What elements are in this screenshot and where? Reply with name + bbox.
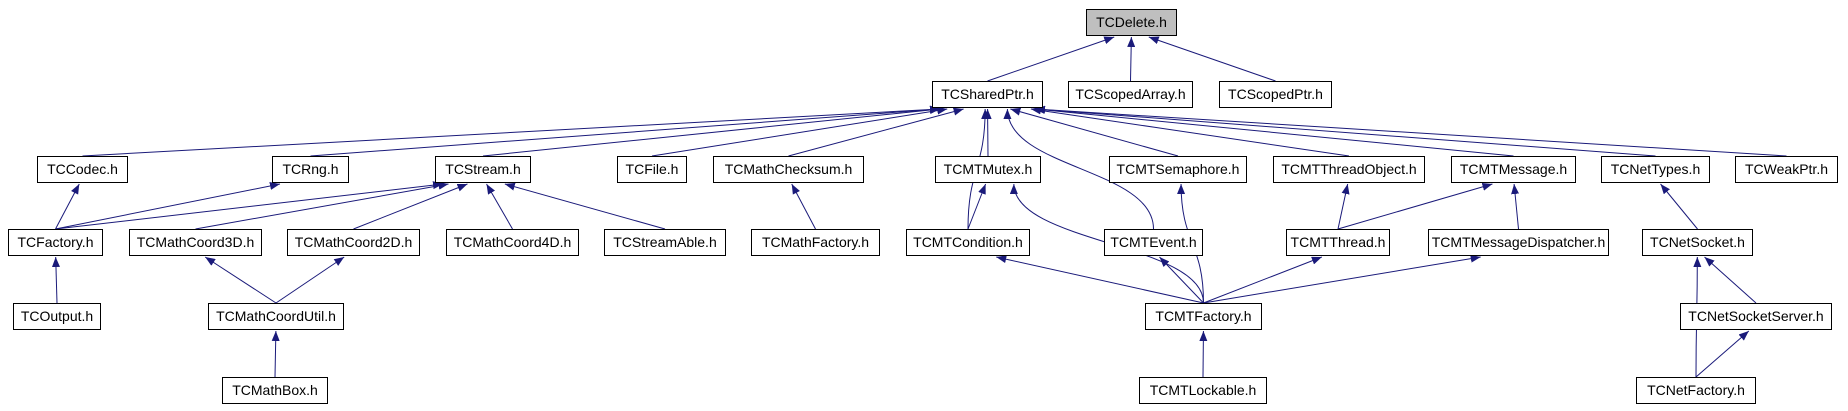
- edge-tc-net-socket-server-to-tc-net-socket: [1704, 256, 1757, 304]
- edge-tcmt-condition-to-tcmt-mutex: [967, 183, 987, 230]
- node-tc-net-types[interactable]: TCNetTypes.h: [1601, 156, 1710, 183]
- edge-tc-factory-to-tc-rng: [55, 182, 281, 230]
- node-tc-rng[interactable]: TCRng.h: [272, 156, 349, 183]
- node-tc-factory[interactable]: TCFactory.h: [8, 229, 103, 256]
- node-tcmt-message[interactable]: TCMTMessage.h: [1451, 156, 1576, 183]
- edge-tcmt-factory-to-tcmt-thread: [1203, 256, 1323, 304]
- edge-tcmt-semaphore-to-tc-shared-ptr: [1010, 107, 1179, 157]
- edge-tc-net-types-to-tc-shared-ptr: [1034, 105, 1656, 157]
- edge-tcmt-factory-to-tcmt-condition: [996, 255, 1204, 304]
- edge-tc-scoped-ptr-to-tc-delete: [1148, 36, 1276, 82]
- node-tcmt-message-dispatcher[interactable]: TCMTMessageDispatcher.h: [1428, 229, 1609, 256]
- node-tc-delete: TCDelete.h: [1086, 9, 1177, 36]
- edge-tc-output-to-tc-factory: [51, 256, 60, 304]
- node-tc-net-socket-server[interactable]: TCNetSocketServer.h: [1680, 303, 1832, 330]
- edge-tc-net-factory-to-tc-net-socket-server: [1695, 330, 1750, 378]
- node-tc-math-coord2-d[interactable]: TCMathCoord2D.h: [287, 229, 420, 256]
- edge-tcmt-factory-to-tcmt-event: [1159, 256, 1204, 304]
- edge-tc-codec-to-tc-shared-ptr: [82, 105, 941, 157]
- node-tc-scoped-ptr[interactable]: TCScopedPtr.h: [1219, 81, 1332, 108]
- edge-tc-scoped-array-to-tc-delete: [1127, 36, 1136, 82]
- node-tcmt-thread-object[interactable]: TCMTThreadObject.h: [1273, 156, 1425, 183]
- node-tc-math-coord3-d[interactable]: TCMathCoord3D.h: [129, 229, 262, 256]
- edge-tcmt-event-to-tc-shared-ptr: [1003, 108, 1154, 230]
- edge-tc-math-factory-to-tc-math-checksum: [791, 183, 816, 230]
- node-tc-stream-able[interactable]: TCStreamAble.h: [604, 229, 726, 256]
- edge-tc-factory-to-tc-stream: [55, 181, 444, 230]
- edge-tc-stream-to-tc-shared-ptr: [482, 106, 941, 157]
- edge-tc-math-box-to-tc-math-coord-util: [271, 330, 280, 378]
- edge-tcmt-thread-object-to-tc-shared-ptr: [1030, 106, 1350, 157]
- edge-tc-file-to-tc-shared-ptr: [651, 106, 948, 157]
- edge-tc-factory-to-tc-codec: [55, 183, 80, 230]
- node-tc-net-socket[interactable]: TCNetSocket.h: [1642, 229, 1753, 256]
- node-tc-math-factory[interactable]: TCMathFactory.h: [751, 229, 880, 256]
- edge-tc-math-coord4-d-to-tc-stream: [486, 183, 513, 230]
- edge-tc-math-checksum-to-tc-shared-ptr: [788, 107, 964, 157]
- edge-tc-math-coord2-d-to-tc-stream: [353, 183, 468, 230]
- node-tcmt-thread[interactable]: TCMTThread.h: [1286, 229, 1390, 256]
- edge-tc-math-coord-util-to-tc-math-coord3-d: [204, 256, 277, 304]
- node-tc-math-box[interactable]: TCMathBox.h: [222, 377, 328, 404]
- edge-tc-weak-ptr-to-tc-shared-ptr: [1034, 105, 1787, 157]
- node-tcmt-lockable[interactable]: TCMTLockable.h: [1139, 377, 1267, 404]
- edge-tcmt-factory-to-tcmt-message-dispatcher: [1203, 254, 1481, 304]
- node-tc-output[interactable]: TCOutput.h: [13, 303, 101, 330]
- node-tc-scoped-array[interactable]: TCScopedArray.h: [1068, 81, 1193, 108]
- node-tcmt-factory[interactable]: TCMTFactory.h: [1145, 303, 1262, 330]
- node-tc-shared-ptr[interactable]: TCSharedPtr.h: [932, 81, 1043, 108]
- node-tcmt-semaphore[interactable]: TCMTSemaphore.h: [1109, 156, 1247, 183]
- node-tc-codec[interactable]: TCCodec.h: [37, 156, 128, 183]
- node-tc-stream[interactable]: TCStream.h: [435, 156, 531, 183]
- edge-tc-stream-able-to-tc-stream: [504, 182, 666, 230]
- node-tc-math-coord4-d[interactable]: TCMathCoord4D.h: [446, 229, 579, 256]
- node-tc-math-coord-util[interactable]: TCMathCoordUtil.h: [208, 303, 344, 330]
- edge-tc-rng-to-tc-shared-ptr: [310, 105, 941, 157]
- edge-tcmt-message-to-tc-shared-ptr: [1034, 105, 1514, 157]
- node-tcmt-mutex[interactable]: TCMTMutex.h: [935, 156, 1041, 183]
- node-tc-file[interactable]: TCFile.h: [617, 156, 687, 183]
- node-tc-net-factory[interactable]: TCNetFactory.h: [1636, 377, 1756, 404]
- edge-tcmt-thread-to-tcmt-thread-object: [1337, 183, 1350, 230]
- edge-tc-math-coord-util-to-tc-math-coord2-d: [275, 256, 345, 304]
- edge-tc-shared-ptr-to-tc-delete: [987, 36, 1115, 82]
- edge-tc-math-coord3-d-to-tc-stream: [195, 181, 449, 230]
- edge-tcmt-message-dispatcher-to-tcmt-message: [1511, 183, 1520, 230]
- edge-tcmt-thread-to-tcmt-message: [1337, 182, 1493, 230]
- node-tc-weak-ptr[interactable]: TCWeakPtr.h: [1735, 156, 1838, 183]
- node-tcmt-condition[interactable]: TCMTCondition.h: [906, 229, 1030, 256]
- node-tcmt-event[interactable]: TCMTEvent.h: [1104, 229, 1203, 256]
- node-tc-math-checksum[interactable]: TCMathChecksum.h: [713, 156, 864, 183]
- edge-tc-net-socket-to-tc-net-types: [1660, 183, 1698, 230]
